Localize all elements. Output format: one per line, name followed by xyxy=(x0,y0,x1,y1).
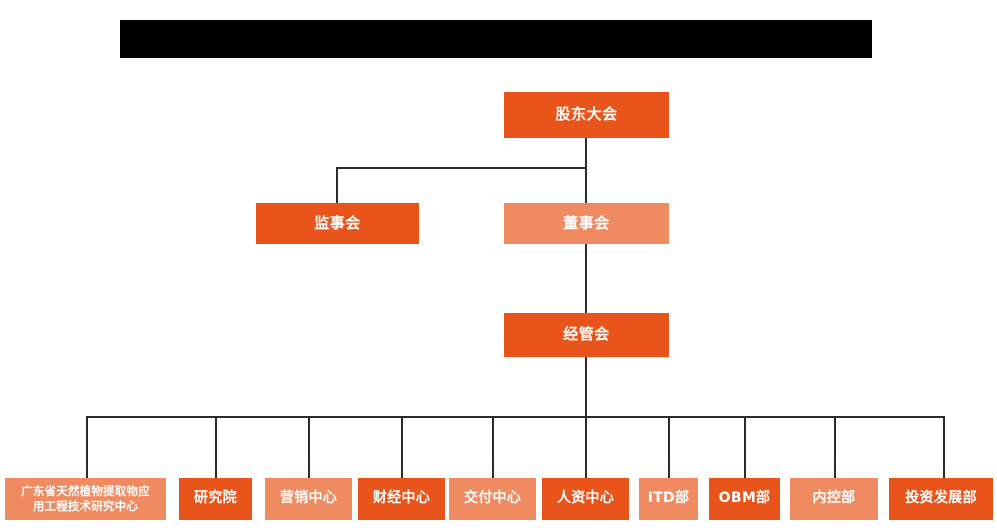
connector-dept3-drop xyxy=(308,416,310,478)
connector-shareholders-stem xyxy=(585,138,587,168)
connector-dept9-drop xyxy=(834,416,836,478)
connector-supervisors-drop xyxy=(336,167,338,203)
dept1-line-1: 广东省天然植物提取物应 xyxy=(21,484,150,499)
node-board-of-directors[interactable]: 董事会 xyxy=(504,203,669,244)
node-shareholders-meeting[interactable]: 股东大会 xyxy=(504,92,669,138)
node-management-committee[interactable]: 经管会 xyxy=(504,313,669,357)
connector-directors-to-management xyxy=(585,243,587,313)
node-dept-internal-control[interactable]: 内控部 xyxy=(790,478,878,520)
node-dept-marketing-center[interactable]: 营销中心 xyxy=(265,478,352,520)
node-dept-delivery-center[interactable]: 交付中心 xyxy=(449,478,536,520)
connector-dept8-drop xyxy=(744,416,746,478)
node-dept-hr-center[interactable]: 人资中心 xyxy=(542,478,629,520)
node-dept-guangdong-research-center-text: 广东省天然植物提取物应 用工程技术研究中心 xyxy=(21,484,150,513)
connector-directors-drop xyxy=(585,167,587,203)
connector-dept4-drop xyxy=(401,416,403,478)
connector-management-stem xyxy=(585,356,587,417)
connector-level2-bus xyxy=(336,167,587,169)
connector-dept10-drop xyxy=(943,416,945,478)
connector-dept6-drop xyxy=(585,416,587,478)
node-dept-obm[interactable]: OBM部 xyxy=(709,478,780,520)
dept1-line-2: 用工程技术研究中心 xyxy=(32,499,139,513)
node-board-of-supervisors[interactable]: 监事会 xyxy=(256,203,419,244)
connector-departments-bus xyxy=(86,416,944,418)
node-dept-finance-center[interactable]: 财经中心 xyxy=(358,478,445,520)
connector-dept5-drop xyxy=(492,416,494,478)
redacted-title-bar xyxy=(120,20,872,58)
connector-dept7-drop xyxy=(668,416,670,478)
node-dept-research-institute[interactable]: 研究院 xyxy=(179,478,252,520)
connector-dept1-drop xyxy=(86,416,88,478)
connector-dept2-drop xyxy=(215,416,217,478)
node-dept-guangdong-research-center[interactable]: 广东省天然植物提取物应 用工程技术研究中心 xyxy=(5,478,166,520)
node-dept-itd[interactable]: ITD部 xyxy=(639,478,698,520)
node-dept-investment-development[interactable]: 投资发展部 xyxy=(889,478,993,520)
